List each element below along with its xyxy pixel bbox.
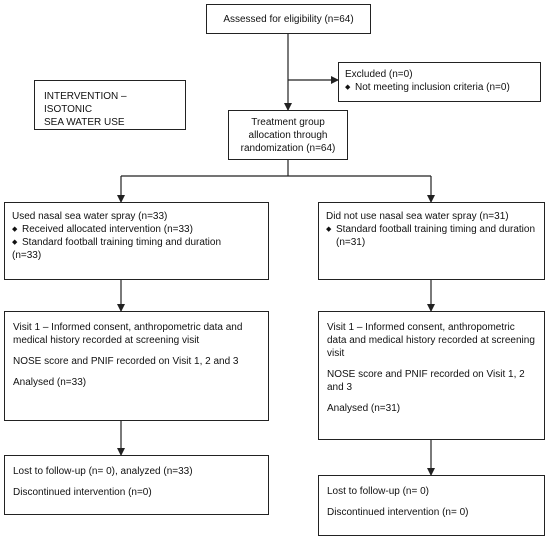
left-group-bullet1-text: Received allocated intervention (n=33) (22, 224, 193, 235)
bullet-icon: ◆ (12, 226, 18, 233)
allocation-line1: Treatment group (251, 117, 325, 128)
bullet-icon: ◆ (345, 84, 351, 91)
left-group-bullet2-continuation: (n=33) (12, 250, 42, 261)
intervention-label-line1: INTERVENTION – ISOTONIC (44, 91, 127, 115)
left-visit-line1: Visit 1 – Informed consent, anthropometr… (13, 322, 243, 333)
left-followup-discontinued: Discontinued intervention (n=0) (13, 487, 152, 498)
right-group-bullet1-continuation: (n=31) (336, 237, 366, 248)
excluded-title: Excluded (n=0) (345, 69, 413, 80)
excluded-box: Excluded (n=0) ◆ Not meeting inclusion c… (338, 62, 541, 102)
excluded-bullet-text: Not meeting inclusion criteria (n=0) (355, 82, 510, 93)
left-visit-nose: NOSE score and PNIF recorded on Visit 1,… (13, 356, 239, 367)
right-followup-discontinued: Discontinued intervention (n= 0) (327, 507, 469, 518)
right-visit-box: Visit 1 – Informed consent, anthropometr… (318, 311, 545, 440)
intervention-label-line2: SEA WATER USE (44, 117, 125, 128)
allocation-line2: allocation through (248, 130, 328, 141)
right-visit-line1: Visit 1 – Informed consent, anthropometr… (327, 322, 515, 333)
left-group-title: Used nasal sea water spray (n=33) (12, 211, 168, 222)
right-visit-line2: data and medical history recorded at scr… (327, 335, 535, 346)
allocation-box: Treatment group allocation through rando… (228, 110, 348, 160)
left-visit-line2: medical history recorded at screening vi… (13, 335, 200, 346)
assessed-text: Assessed for eligibility (n=64) (223, 14, 354, 25)
left-visit-box: Visit 1 – Informed consent, anthropometr… (4, 311, 269, 421)
left-followup-box: Lost to follow-up (n= 0), analyzed (n=33… (4, 455, 269, 515)
right-visit-line3: visit (327, 348, 345, 359)
intervention-label-box: INTERVENTION – ISOTONIC SEA WATER USE (34, 80, 186, 130)
right-group-title: Did not use nasal sea water spray (n=31) (326, 211, 509, 222)
right-visit-nose1: NOSE score and PNIF recorded on Visit 1,… (327, 369, 525, 380)
right-followup-lost: Lost to follow-up (n= 0) (327, 486, 429, 497)
left-visit-analysed: Analysed (n=33) (13, 377, 87, 388)
assessed-box: Assessed for eligibility (n=64) (206, 4, 371, 34)
right-group-box: Did not use nasal sea water spray (n=31)… (318, 202, 545, 280)
right-visit-nose2: and 3 (327, 382, 353, 393)
bullet-icon: ◆ (326, 226, 332, 233)
left-group-bullet2-row: ◆ Standard football training timing and … (12, 236, 261, 249)
left-group-box: Used nasal sea water spray (n=33) ◆ Rece… (4, 202, 269, 280)
right-group-bullet1-row: ◆ Standard football training timing and … (326, 223, 537, 236)
bullet-icon: ◆ (12, 239, 18, 246)
left-group-bullet2-text: Standard football training timing and du… (22, 237, 222, 248)
left-group-bullet1-row: ◆ Received allocated intervention (n=33) (12, 223, 261, 236)
allocation-line3: randomization (n=64) (240, 143, 336, 154)
right-followup-box: Lost to follow-up (n= 0) Discontinued in… (318, 475, 545, 536)
left-followup-lost: Lost to follow-up (n= 0), analyzed (n=33… (13, 466, 193, 477)
right-group-bullet1-text: Standard football training timing and du… (336, 224, 536, 235)
right-visit-analysed: Analysed (n=31) (327, 403, 401, 414)
excluded-bullet-row: ◆ Not meeting inclusion criteria (n=0) (345, 81, 534, 94)
